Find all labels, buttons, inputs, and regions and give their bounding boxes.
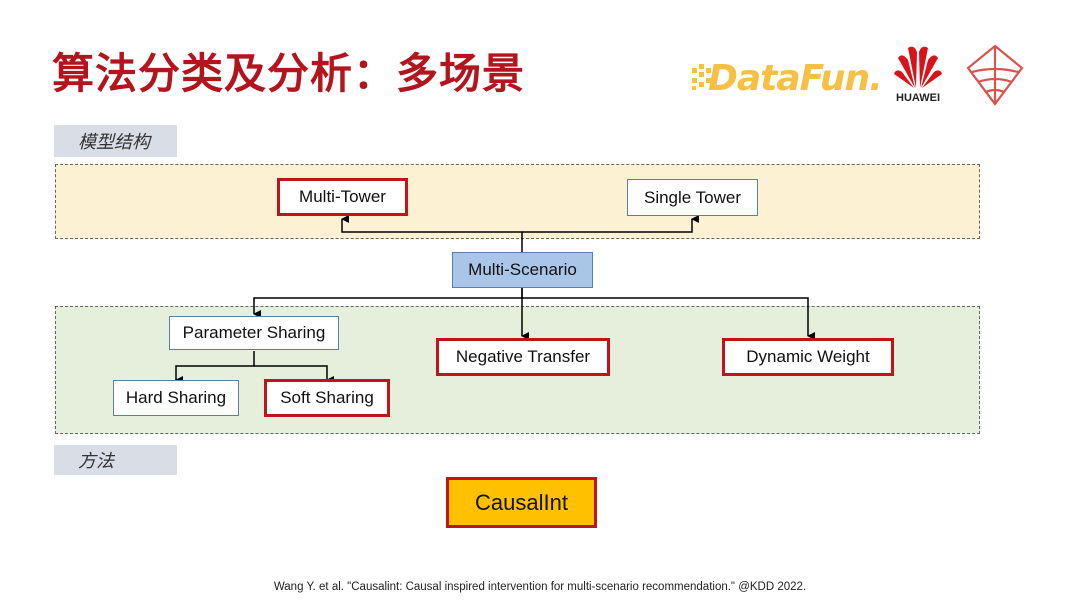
node-multi-scenario: Multi-Scenario — [452, 252, 593, 288]
node-multi-tower: Multi-Tower — [277, 178, 408, 216]
logo-group: DataFun. HUAWEI — [690, 40, 1040, 110]
structure-band — [55, 164, 980, 239]
datafun-logo: DataFun. — [708, 58, 883, 99]
node-parameter-sharing: Parameter Sharing — [169, 316, 339, 350]
noah-ark-lab-icon — [966, 44, 1024, 106]
node-causalint: CausalInt — [446, 477, 597, 528]
node-hard-sharing: Hard Sharing — [113, 380, 239, 416]
datafun-dots-icon — [692, 64, 711, 90]
huawei-wordmark: HUAWEI — [896, 92, 940, 104]
node-single-tower: Single Tower — [627, 179, 758, 216]
node-negative-transfer: Negative Transfer — [436, 338, 610, 376]
section-label-method: 方法 — [54, 445, 177, 475]
huawei-petals-icon — [894, 46, 942, 88]
section-label-structure: 模型结构 — [54, 125, 177, 157]
node-soft-sharing: Soft Sharing — [264, 379, 390, 417]
node-dynamic-weight: Dynamic Weight — [722, 338, 894, 376]
citation: Wang Y. et al. "Causalint: Causal inspir… — [273, 581, 807, 593]
slide-title: 算法分类及分析：多场景 — [52, 49, 526, 98]
huawei-logo: HUAWEI — [890, 44, 946, 104]
